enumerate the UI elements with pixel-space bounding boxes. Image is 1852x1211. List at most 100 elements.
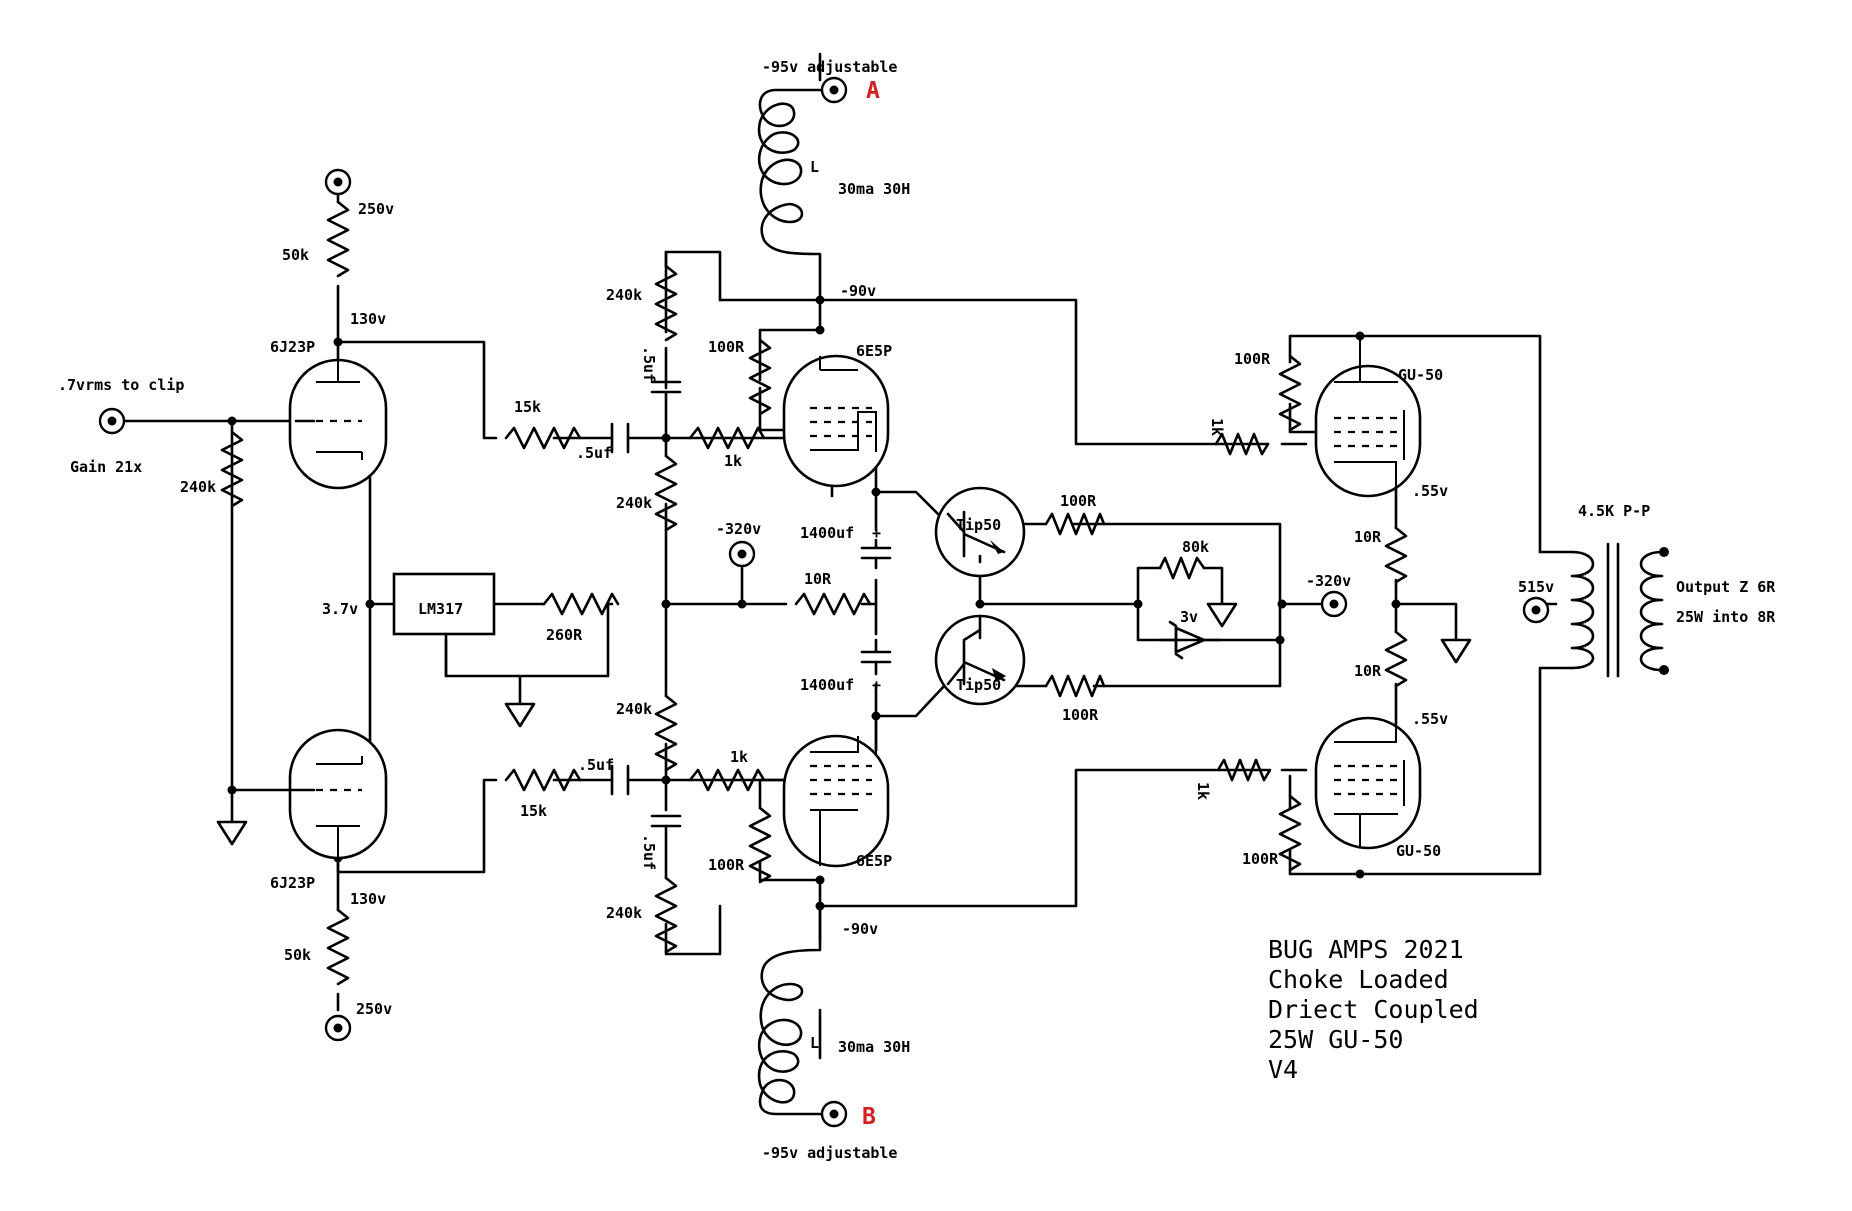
- label-05uf-bottom: .5uf: [578, 756, 614, 774]
- resistor-240k-input: [220, 430, 244, 508]
- resistor-1k-gu50-top: [1214, 432, 1270, 456]
- output-terminal-bottom: [1659, 665, 1669, 675]
- label-neg320-right: -320v: [1306, 572, 1351, 590]
- output-transformer: [1570, 542, 1664, 678]
- resistor-240k-upper-a: [654, 264, 678, 342]
- transistor-tip50-lower: [934, 614, 1026, 706]
- labels: -95v adjustable A L 30ma 30H -90v 250v 5…: [58, 58, 1776, 1162]
- label-80k: 80k: [1182, 538, 1209, 556]
- label-055v-top: .55v: [1412, 482, 1448, 500]
- label-supply-b: -95v adjustable: [762, 1144, 897, 1162]
- tube-6e5p-lower: [782, 734, 890, 868]
- terminals: [98, 76, 1669, 1128]
- label-4-5k: 4.5K P-P: [1578, 502, 1650, 520]
- label-supply-a: -95v adjustable: [762, 58, 897, 76]
- label-choke-rating-bottom: 30ma 30H: [838, 1038, 910, 1056]
- tube-6j23p-lower: [288, 728, 388, 860]
- resistor-80k: [1158, 556, 1206, 580]
- label-plus-top: +: [872, 524, 881, 542]
- title-line-5: V4: [1268, 1055, 1298, 1084]
- resistor-100R-gu50-bottom: [1278, 794, 1302, 872]
- label-05uf-bias-bottom: .5uf: [640, 834, 658, 870]
- label-250v-bottom: 250v: [356, 1000, 392, 1018]
- label-neg90-top: -90v: [840, 282, 876, 300]
- label-1k-gu50-top: 1k: [1208, 418, 1226, 436]
- label-260r: 260R: [546, 626, 583, 644]
- label-1400uf-top: 1400uf: [800, 524, 854, 542]
- capacitor-05uf-coupling-top: [610, 422, 630, 454]
- label-lm317: LM317: [418, 600, 463, 618]
- resistor-1k-gu50-bottom: [1216, 758, 1272, 782]
- label-output-power: 25W into 8R: [1676, 608, 1776, 626]
- resistor-100R-tip-top: [1044, 512, 1106, 536]
- label-240k-lower-a: 240k: [616, 700, 652, 718]
- label-100R-lower: 100R: [708, 856, 745, 874]
- ground-lm317: [504, 692, 536, 728]
- label-100R-tip-bottom: 100R: [1062, 706, 1099, 724]
- label-10R-center: 10R: [804, 570, 832, 588]
- resistor-1k-lower: [688, 768, 766, 792]
- title-line-4: 25W GU-50: [1268, 1025, 1403, 1054]
- resistor-15k-top: [504, 426, 582, 450]
- label-055v-bottom: .55v: [1412, 710, 1448, 728]
- label-neg90-bottom: -90v: [842, 920, 878, 938]
- label-100R-upper: 100R: [708, 338, 745, 356]
- resistor-10R-center: [794, 592, 872, 616]
- label-choke-l-bottom: L: [810, 1034, 819, 1052]
- resistor-50k-top: [326, 200, 350, 278]
- label-240k-input: 240k: [180, 478, 216, 496]
- label-3-7v: 3.7v: [322, 600, 358, 618]
- label-3v: 3v: [1180, 608, 1198, 626]
- label-100R-tip-top: 100R: [1060, 492, 1097, 510]
- output-terminal-top: [1659, 547, 1669, 557]
- label-240k-lower-b: 240k: [606, 904, 642, 922]
- capacitor-05uf-bias-top: [650, 380, 682, 394]
- input-terminal: [98, 407, 126, 435]
- tube-gu50-upper: [1314, 336, 1422, 498]
- label-1k-lower: 1k: [730, 748, 748, 766]
- label-1k-gu50-bottom: 1k: [1194, 782, 1212, 800]
- label-50k-bottom: 50k: [284, 946, 311, 964]
- resistor-1k-upper: [688, 426, 766, 450]
- label-15k-bottom: 15k: [520, 802, 547, 820]
- resistor-100R-lower-grid: [748, 806, 772, 884]
- label-6j23p-top: 6J23P: [270, 338, 315, 356]
- terminal-neg320v-center: [728, 540, 756, 568]
- label-choke-l-top: L: [810, 158, 819, 176]
- label-gu50-top: GU-50: [1398, 366, 1443, 384]
- capacitor-05uf-coupling-bottom: [610, 764, 630, 796]
- resistor-100R-gu50-top: [1278, 354, 1302, 432]
- terminal-b: [820, 1100, 848, 1128]
- label-100R-gu50-top: 100R: [1234, 350, 1271, 368]
- resistor-15k-bottom: [504, 768, 582, 792]
- label-50k-top: 50k: [282, 246, 309, 264]
- title-line-3: Driect Coupled: [1268, 995, 1479, 1024]
- terminal-515v: [1522, 596, 1550, 624]
- choke-top: [757, 88, 822, 302]
- capacitor-1400uf-bottom: [860, 638, 892, 676]
- label-515v: 515v: [1518, 578, 1554, 596]
- label-6e5p-bottom: 6E5P: [856, 852, 892, 870]
- terminal-250v-bottom: [324, 1014, 352, 1042]
- resistors: [220, 200, 1408, 986]
- label-100R-gu50-bottom: 100R: [1242, 850, 1279, 868]
- resistor-10R-top: [1384, 526, 1408, 584]
- transistor-tip50-upper: [934, 486, 1026, 578]
- label-6e5p-top: 6E5P: [856, 342, 892, 360]
- terminal-neg320v-right: [1320, 590, 1348, 618]
- resistor-240k-lower-b: [654, 876, 678, 954]
- label-1400uf-bottom: 1400uf: [800, 676, 854, 694]
- title-block: BUG AMPS 2021 Choke Loaded Driect Couple…: [1268, 935, 1479, 1084]
- label-10R-bottom: 10R: [1354, 662, 1382, 680]
- resistor-100R-upper-grid: [748, 338, 772, 416]
- grounds: [216, 592, 1472, 846]
- terminal-a: [820, 76, 848, 104]
- resistor-50k-bottom: [326, 908, 350, 986]
- resistor-240k-lower-a: [654, 694, 678, 772]
- choke-bottom: [757, 904, 822, 1116]
- label-250v-top: 250v: [358, 200, 394, 218]
- resistor-240k-upper-b: [654, 454, 678, 532]
- capacitor-05uf-bias-bottom: [650, 814, 682, 828]
- label-plus-bottom: +: [872, 676, 881, 694]
